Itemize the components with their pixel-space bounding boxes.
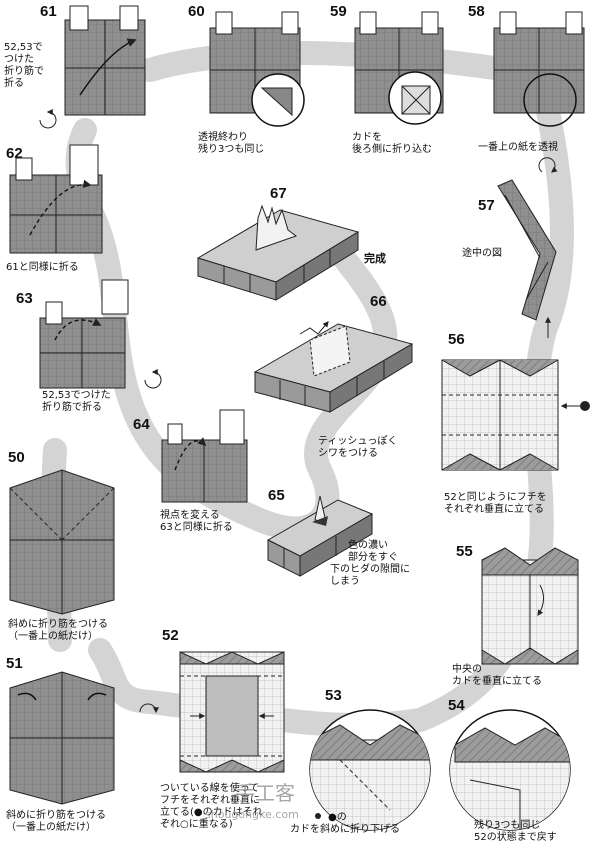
step-57: 57 途中の図 [462, 179, 557, 338]
step-61: 61 52,53でつけた折り筋で折る [4, 3, 146, 129]
watermark-url: shougongke.com [205, 808, 299, 821]
step-50: 50 斜めに折り筋をつける（一番上の紙だけ） [8, 449, 115, 642]
step-63-caption-1: 52,53でつけた [42, 389, 111, 401]
step-56-number: 56 [448, 331, 465, 348]
step-67: 67 完成 [196, 185, 386, 301]
step-60: 60 透視終わり残り3つも同じ [188, 3, 305, 155]
step-53-number: 53 [325, 687, 342, 704]
complete-label: 完成 [364, 251, 386, 265]
step-55-caption-2: カドを垂直に立てる [452, 674, 542, 687]
svg-text:ついている線を使ってフチをそれぞれ垂直に立てる(●のカドはそ: ついている線を使ってフチをそれぞれ垂直に立てる(●のカドはそれぞれ○に重なる) [160, 781, 263, 830]
step-50-caption-1: 斜めに折り筋をつける [8, 617, 108, 630]
step-56-caption-2: それぞれ垂直に立てる [444, 502, 544, 515]
step-52-caption-1: ついている線を使って [160, 781, 259, 794]
step-63-caption-2: 折り筋で折る [42, 400, 102, 413]
step-65-caption-2: 部分をすぐ [348, 550, 398, 563]
step-58-caption-1: 一番上の紙を透視 [478, 140, 558, 153]
step-58: 58 一番上の紙を透視 [468, 3, 585, 173]
step-54-number: 54 [448, 697, 465, 714]
step-57-number: 57 [478, 197, 495, 214]
svg-text:52と同じようにフチをそれぞれ垂直に立てる: 52と同じようにフチをそれぞれ垂直に立てる [444, 491, 547, 515]
step-57-caption-1: 途中の図 [462, 246, 502, 259]
step-61-caption-4: 折る [4, 76, 24, 89]
svg-text:●のカドを斜めに折り下げる: ●のカドを斜めに折り下げる [290, 812, 400, 835]
step-62: 62 61と同様に折る [6, 144, 103, 273]
step-63-number: 63 [16, 290, 33, 307]
step-65-caption-1: 色の濃い [348, 538, 388, 551]
step-59: 59 カドを後ろ側に折り込む [330, 3, 444, 155]
step-53-caption-1: ●の [328, 812, 347, 823]
step-65-number: 65 [268, 487, 285, 504]
svg-text:中央のカドを垂直に立てる: 中央のカドを垂直に立てる [452, 662, 542, 687]
step-55-caption-1: 中央の [452, 662, 482, 675]
step-59-number: 59 [330, 3, 347, 20]
step-55: 55 中央のカドを垂直に立てる [452, 543, 579, 687]
step-66-caption-2: シワをつける [318, 447, 378, 459]
step-66-number: 66 [370, 293, 387, 310]
svg-text:斜めに折り筋をつける（一番上の紙だけ）: 斜めに折り筋をつける（一番上の紙だけ） [6, 808, 106, 833]
step-66-caption-1: ティッシュっぽく [318, 435, 397, 447]
step-67-number: 67 [270, 185, 287, 202]
step-60-caption-1: 透視終わり [198, 130, 248, 143]
step-64-caption-2: 63と同様に折る [160, 520, 233, 533]
step-53-caption-2: カドを斜めに折り下げる [290, 822, 400, 835]
step-51-caption-2: （一番上の紙だけ） [6, 820, 96, 833]
watermark-logo: 手工客 [235, 781, 295, 805]
step-59-caption-1: カドを [352, 131, 382, 143]
step-53: 53 ●のカドを斜めに折り下げる [290, 687, 431, 835]
step-66: 66 ティッシュっぽくシワをつける [253, 293, 414, 459]
svg-text:カドを後ろ側に折り込む: カドを後ろ側に折り込む [352, 131, 432, 155]
step-64-number: 64 [133, 416, 150, 433]
step-56: 56 52と同じようにフチをそれぞれ垂直に立てる [441, 331, 590, 515]
step-61-number: 61 [40, 3, 57, 20]
step-50-caption-2: （一番上の紙だけ） [8, 629, 98, 642]
svg-text:透視終わり残り3つも同じ: 透視終わり残り3つも同じ [198, 130, 264, 155]
svg-text:52,53でつけた折り筋で折る: 52,53でつけた折り筋で折る [4, 42, 44, 89]
step-62-caption-1: 61と同様に折る [6, 260, 79, 273]
step-60-number: 60 [188, 3, 205, 20]
step-50-number: 50 [8, 449, 25, 466]
step-54-caption-1: 残り3つも同じ [474, 818, 540, 831]
step-65-caption-3: 下のヒダの隙間に [330, 562, 410, 575]
svg-text:斜めに折り筋をつける（一番上の紙だけ）: 斜めに折り筋をつける（一番上の紙だけ） [8, 617, 108, 642]
step-63: 63 52,53でつけた折り筋で折る [16, 279, 162, 413]
step-55-number: 55 [456, 543, 473, 560]
step-51: 51 斜めに折り筋をつける（一番上の紙だけ） [6, 655, 115, 833]
step-65-caption-4: しまう [330, 575, 360, 587]
step-51-caption-1: 斜めに折り筋をつける [6, 808, 106, 821]
step-58-number: 58 [468, 3, 485, 20]
step-54-caption-2: 52の状態まで戻す [474, 830, 557, 843]
step-52-caption-3: 立てる(●のカドはそれ [160, 805, 263, 818]
step-52-caption-2: フチをそれぞれ垂直に [160, 793, 260, 806]
step-61-caption-3: 折り筋で [4, 64, 44, 77]
step-59-caption-2: 後ろ側に折り込む [352, 142, 432, 155]
step-61-caption-1: 52,53で [4, 42, 43, 53]
step-64-caption-1: 視点を変える [160, 508, 220, 521]
step-60-caption-2: 残り3つも同じ [198, 142, 264, 155]
svg-text:ティッシュっぽくシワをつける: ティッシュっぽくシワをつける [318, 435, 397, 459]
svg-text:色の濃い部分をすぐ下のヒダの隙間にしまう: 色の濃い部分をすぐ下のヒダの隙間にしまう [330, 538, 410, 587]
step-52-number: 52 [162, 627, 179, 644]
step-56-caption-1: 52と同じようにフチを [444, 491, 547, 503]
step-65: 65 色の濃い部分をすぐ下のヒダの隙間にしまう [266, 487, 410, 587]
step-61-caption-2: つけた [4, 53, 34, 65]
step-52-caption-4: ぞれ○に重なる) [160, 817, 233, 830]
watermark: 手工客 shougongke.com [205, 781, 299, 821]
step-51-number: 51 [6, 655, 23, 672]
step-52: 52 ついている線を使ってフチをそれぞれ垂直に立てる(●のカドはそれぞれ○に重な… [139, 627, 285, 830]
svg-text:52,53でつけた折り筋で折る: 52,53でつけた折り筋で折る [42, 389, 111, 413]
